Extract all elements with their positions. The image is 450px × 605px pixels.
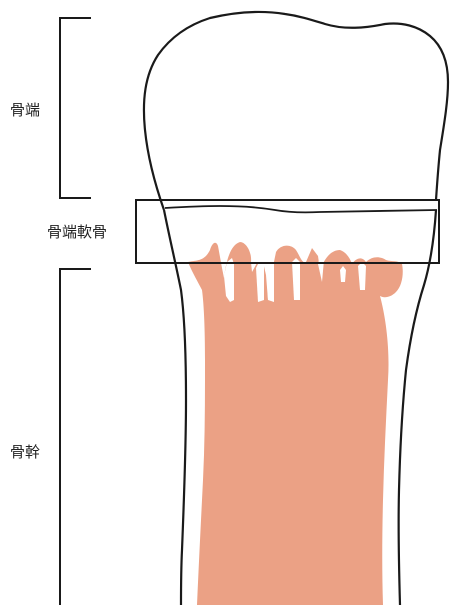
epiphysis-bracket xyxy=(59,17,91,199)
epiphysis-label: 骨端 xyxy=(10,101,41,119)
bone-outline-epiphysis xyxy=(142,10,450,211)
epiphyseal-line xyxy=(164,205,438,214)
marrow-gaps xyxy=(224,256,366,302)
marrow-region xyxy=(188,242,403,605)
diaphysis-label: 骨幹 xyxy=(10,443,41,461)
bone-outline-shaft-left xyxy=(162,209,188,605)
bone-outline-shaft-right xyxy=(397,209,438,605)
growth-plate-label: 骨端軟骨 xyxy=(47,223,108,241)
growth-plate-box xyxy=(135,199,440,264)
diaphysis-bracket xyxy=(59,268,91,605)
